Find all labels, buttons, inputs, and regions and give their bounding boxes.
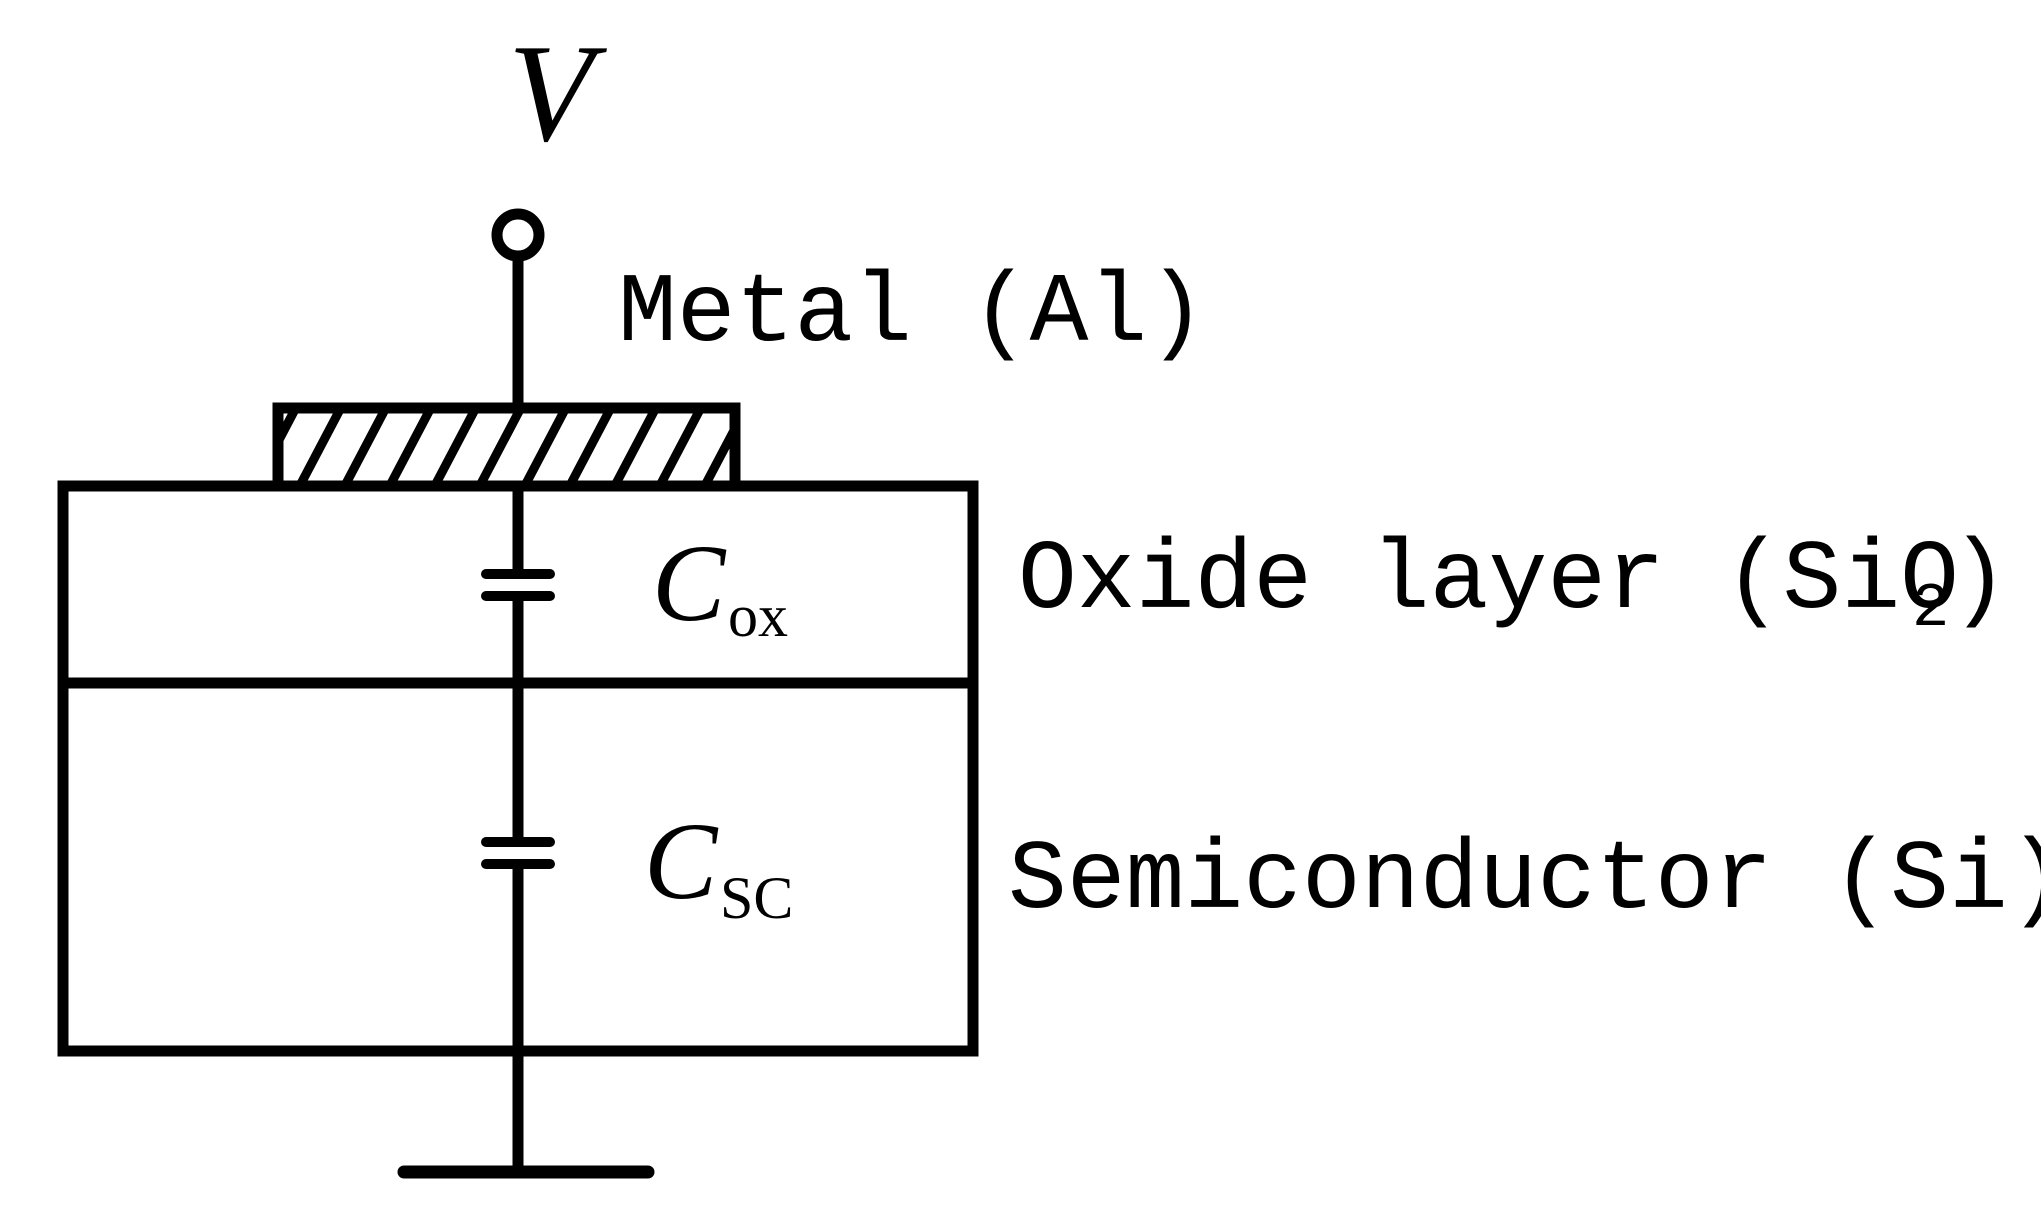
csc-symbol: C xyxy=(644,800,719,922)
csc-capacitor-symbol xyxy=(481,837,555,869)
oxide-label-close: ) xyxy=(1950,526,2009,637)
metal-label: Metal (Al) xyxy=(618,259,1206,370)
semiconductor-label: Semiconductor (Si) xyxy=(1008,826,2041,937)
oxide-label-subscript: 2 xyxy=(1912,573,1949,644)
cox-symbol: C xyxy=(652,522,727,644)
csc-subscript: SC xyxy=(720,865,793,931)
cox-subscript: ox xyxy=(728,583,788,649)
oxide-label-main: Oxide layer (SiO xyxy=(1018,526,1959,637)
voltage-terminal xyxy=(491,208,545,262)
csc-label: C SC xyxy=(644,800,793,931)
voltage-label: V xyxy=(508,16,607,171)
cox-capacitor-symbol xyxy=(481,569,555,601)
oxide-layer-label: Oxide layer (SiO 2 ) xyxy=(1018,526,2009,644)
cox-label: C ox xyxy=(652,522,788,649)
metal-hatching xyxy=(283,413,730,482)
